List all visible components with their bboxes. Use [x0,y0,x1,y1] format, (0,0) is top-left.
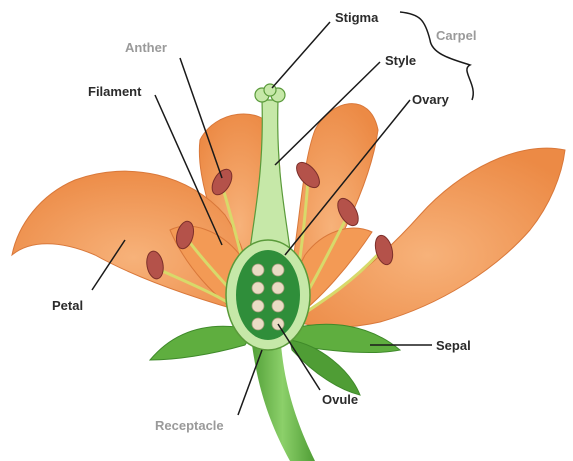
stigma [255,84,285,102]
leader-receptacle [238,350,262,415]
label-filament: Filament [88,84,142,99]
label-petal: Petal [52,298,83,313]
ovary-chamber [236,250,300,340]
label-anther: Anther [125,40,167,55]
label-style: Style [385,53,416,68]
leader-stigma [272,22,330,88]
label-receptacle: Receptacle [155,418,224,433]
label-stigma: Stigma [335,10,379,25]
label-ovary: Ovary [412,92,450,107]
label-sepal: Sepal [436,338,471,353]
label-carpel: Carpel [436,28,476,43]
label-ovule: Ovule [322,392,358,407]
